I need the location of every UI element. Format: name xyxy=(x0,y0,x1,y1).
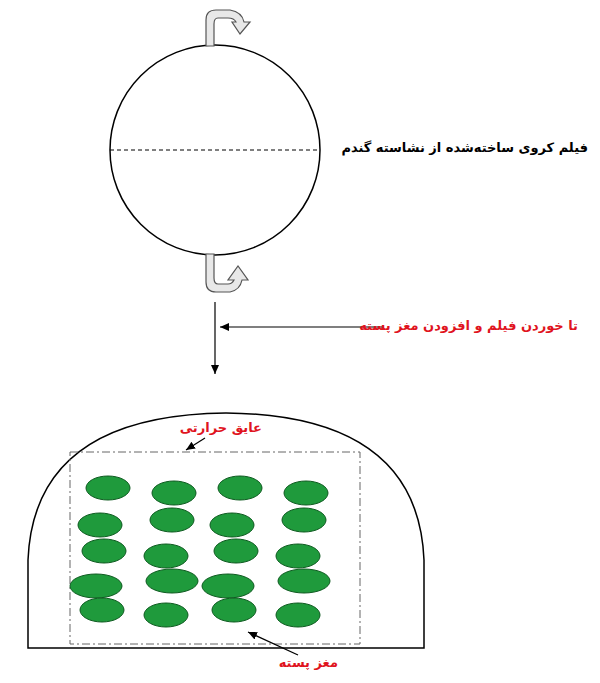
pistachio-kernel xyxy=(80,598,124,622)
pistachio-kernel xyxy=(144,544,188,568)
pistachio-group xyxy=(70,476,330,627)
pistachio-kernel xyxy=(276,603,320,627)
pistachio-kernel xyxy=(210,513,254,537)
pistachio-kernel xyxy=(146,569,198,593)
pistachio-kernel xyxy=(212,598,256,622)
pistachio-kernel xyxy=(278,569,330,593)
process-label: تا خوردن فیلم و افزودن مغز پسته xyxy=(359,318,578,335)
pistachio-kernel xyxy=(214,539,258,563)
pistachio-kernel xyxy=(86,476,130,500)
thermal-insulation xyxy=(70,452,360,644)
pistachio-kernel xyxy=(284,481,328,505)
pistachio-kernel xyxy=(202,574,254,598)
film-label: فیلم کروی ساخته‌شده از نشاسته گندم xyxy=(341,140,588,157)
process-arrow xyxy=(214,302,215,374)
pistachio-label: مغز پسته xyxy=(279,655,338,672)
twist-arrow-bottom xyxy=(206,254,248,292)
folded-dome xyxy=(28,413,424,648)
pistachio-kernel xyxy=(218,476,262,500)
pistachio-kernel xyxy=(144,603,188,627)
pistachio-kernel xyxy=(70,574,122,598)
pistachio-kernel xyxy=(152,481,196,505)
leader-line xyxy=(186,438,205,450)
pistachio-kernel xyxy=(78,513,122,537)
twist-arrow-top xyxy=(206,10,250,46)
pistachio-kernel xyxy=(282,508,326,532)
fold-line xyxy=(110,150,320,151)
sphere-film xyxy=(110,45,320,255)
leader-line xyxy=(248,632,298,655)
insulation-label: عایق حرارتی xyxy=(180,420,262,437)
pistachio-kernel xyxy=(82,539,126,563)
pistachio-kernel xyxy=(276,544,320,568)
pistachio-kernel xyxy=(150,508,194,532)
